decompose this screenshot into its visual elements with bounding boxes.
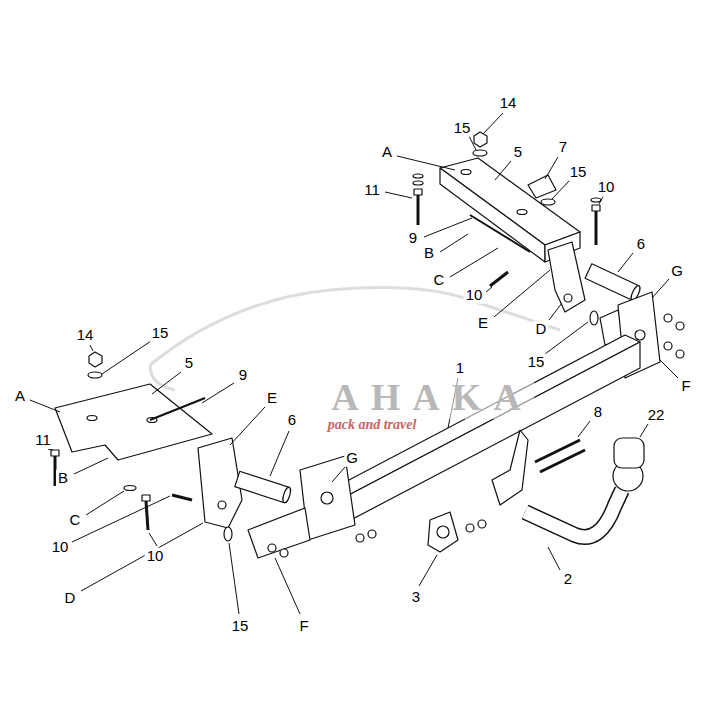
callout-label: 5 <box>512 144 524 161</box>
callout-label: 14 <box>75 327 96 344</box>
callout-label: 9 <box>237 367 249 384</box>
callout-label: D <box>534 321 549 338</box>
callout-label: A <box>380 144 394 161</box>
socket-plate <box>428 512 458 552</box>
callout-label: F <box>297 618 310 635</box>
callout-label: G <box>669 263 685 280</box>
callout-label: 9 <box>407 230 419 247</box>
ball-arm <box>525 438 644 537</box>
callout-label: C <box>68 512 83 529</box>
callout-label: 15 <box>568 164 589 181</box>
callout-label: E <box>476 315 490 332</box>
callout-label: 10 <box>596 179 617 196</box>
spacer-tube <box>235 471 292 503</box>
callout-label: B <box>56 470 70 487</box>
callout-label: 14 <box>498 95 519 112</box>
callout-label: 11 <box>362 182 382 199</box>
callout-label: 6 <box>286 412 298 429</box>
callout-label: F <box>679 378 692 395</box>
callout-label: 10 <box>464 287 485 304</box>
leader-lines <box>30 113 678 614</box>
callout-label: B <box>422 245 436 262</box>
callout-label: 11 <box>33 432 53 449</box>
callout-label: 10 <box>145 548 166 565</box>
callout-label: D <box>63 590 78 607</box>
callout-label: 1 <box>454 360 466 377</box>
callout-label: 7 <box>557 139 569 156</box>
callout-label: 15 <box>230 618 251 635</box>
spacer-tube <box>585 264 642 302</box>
callout-label: 5 <box>183 355 195 372</box>
end-plate <box>248 456 376 558</box>
callout-label: C <box>432 272 447 289</box>
right-arm <box>440 158 585 312</box>
callout-label: E <box>265 390 279 407</box>
callout-label: A <box>13 388 27 405</box>
callout-label: 6 <box>635 236 647 253</box>
callout-label: 2 <box>562 571 574 588</box>
callout-label: 3 <box>410 589 422 606</box>
callout-label: 8 <box>592 404 604 421</box>
fasteners <box>51 352 232 541</box>
callout-label: G <box>344 450 360 467</box>
car-watermark <box>150 288 560 365</box>
watermark: pack and travel <box>326 417 419 432</box>
callout-label: 10 <box>50 539 71 556</box>
callout-label: 15 <box>526 354 547 371</box>
callout-label: 15 <box>452 120 473 137</box>
watermark: AHAKA <box>329 377 534 419</box>
callout-label: 15 <box>150 325 171 342</box>
fasteners <box>413 132 601 325</box>
callout-label: 22 <box>646 407 667 424</box>
